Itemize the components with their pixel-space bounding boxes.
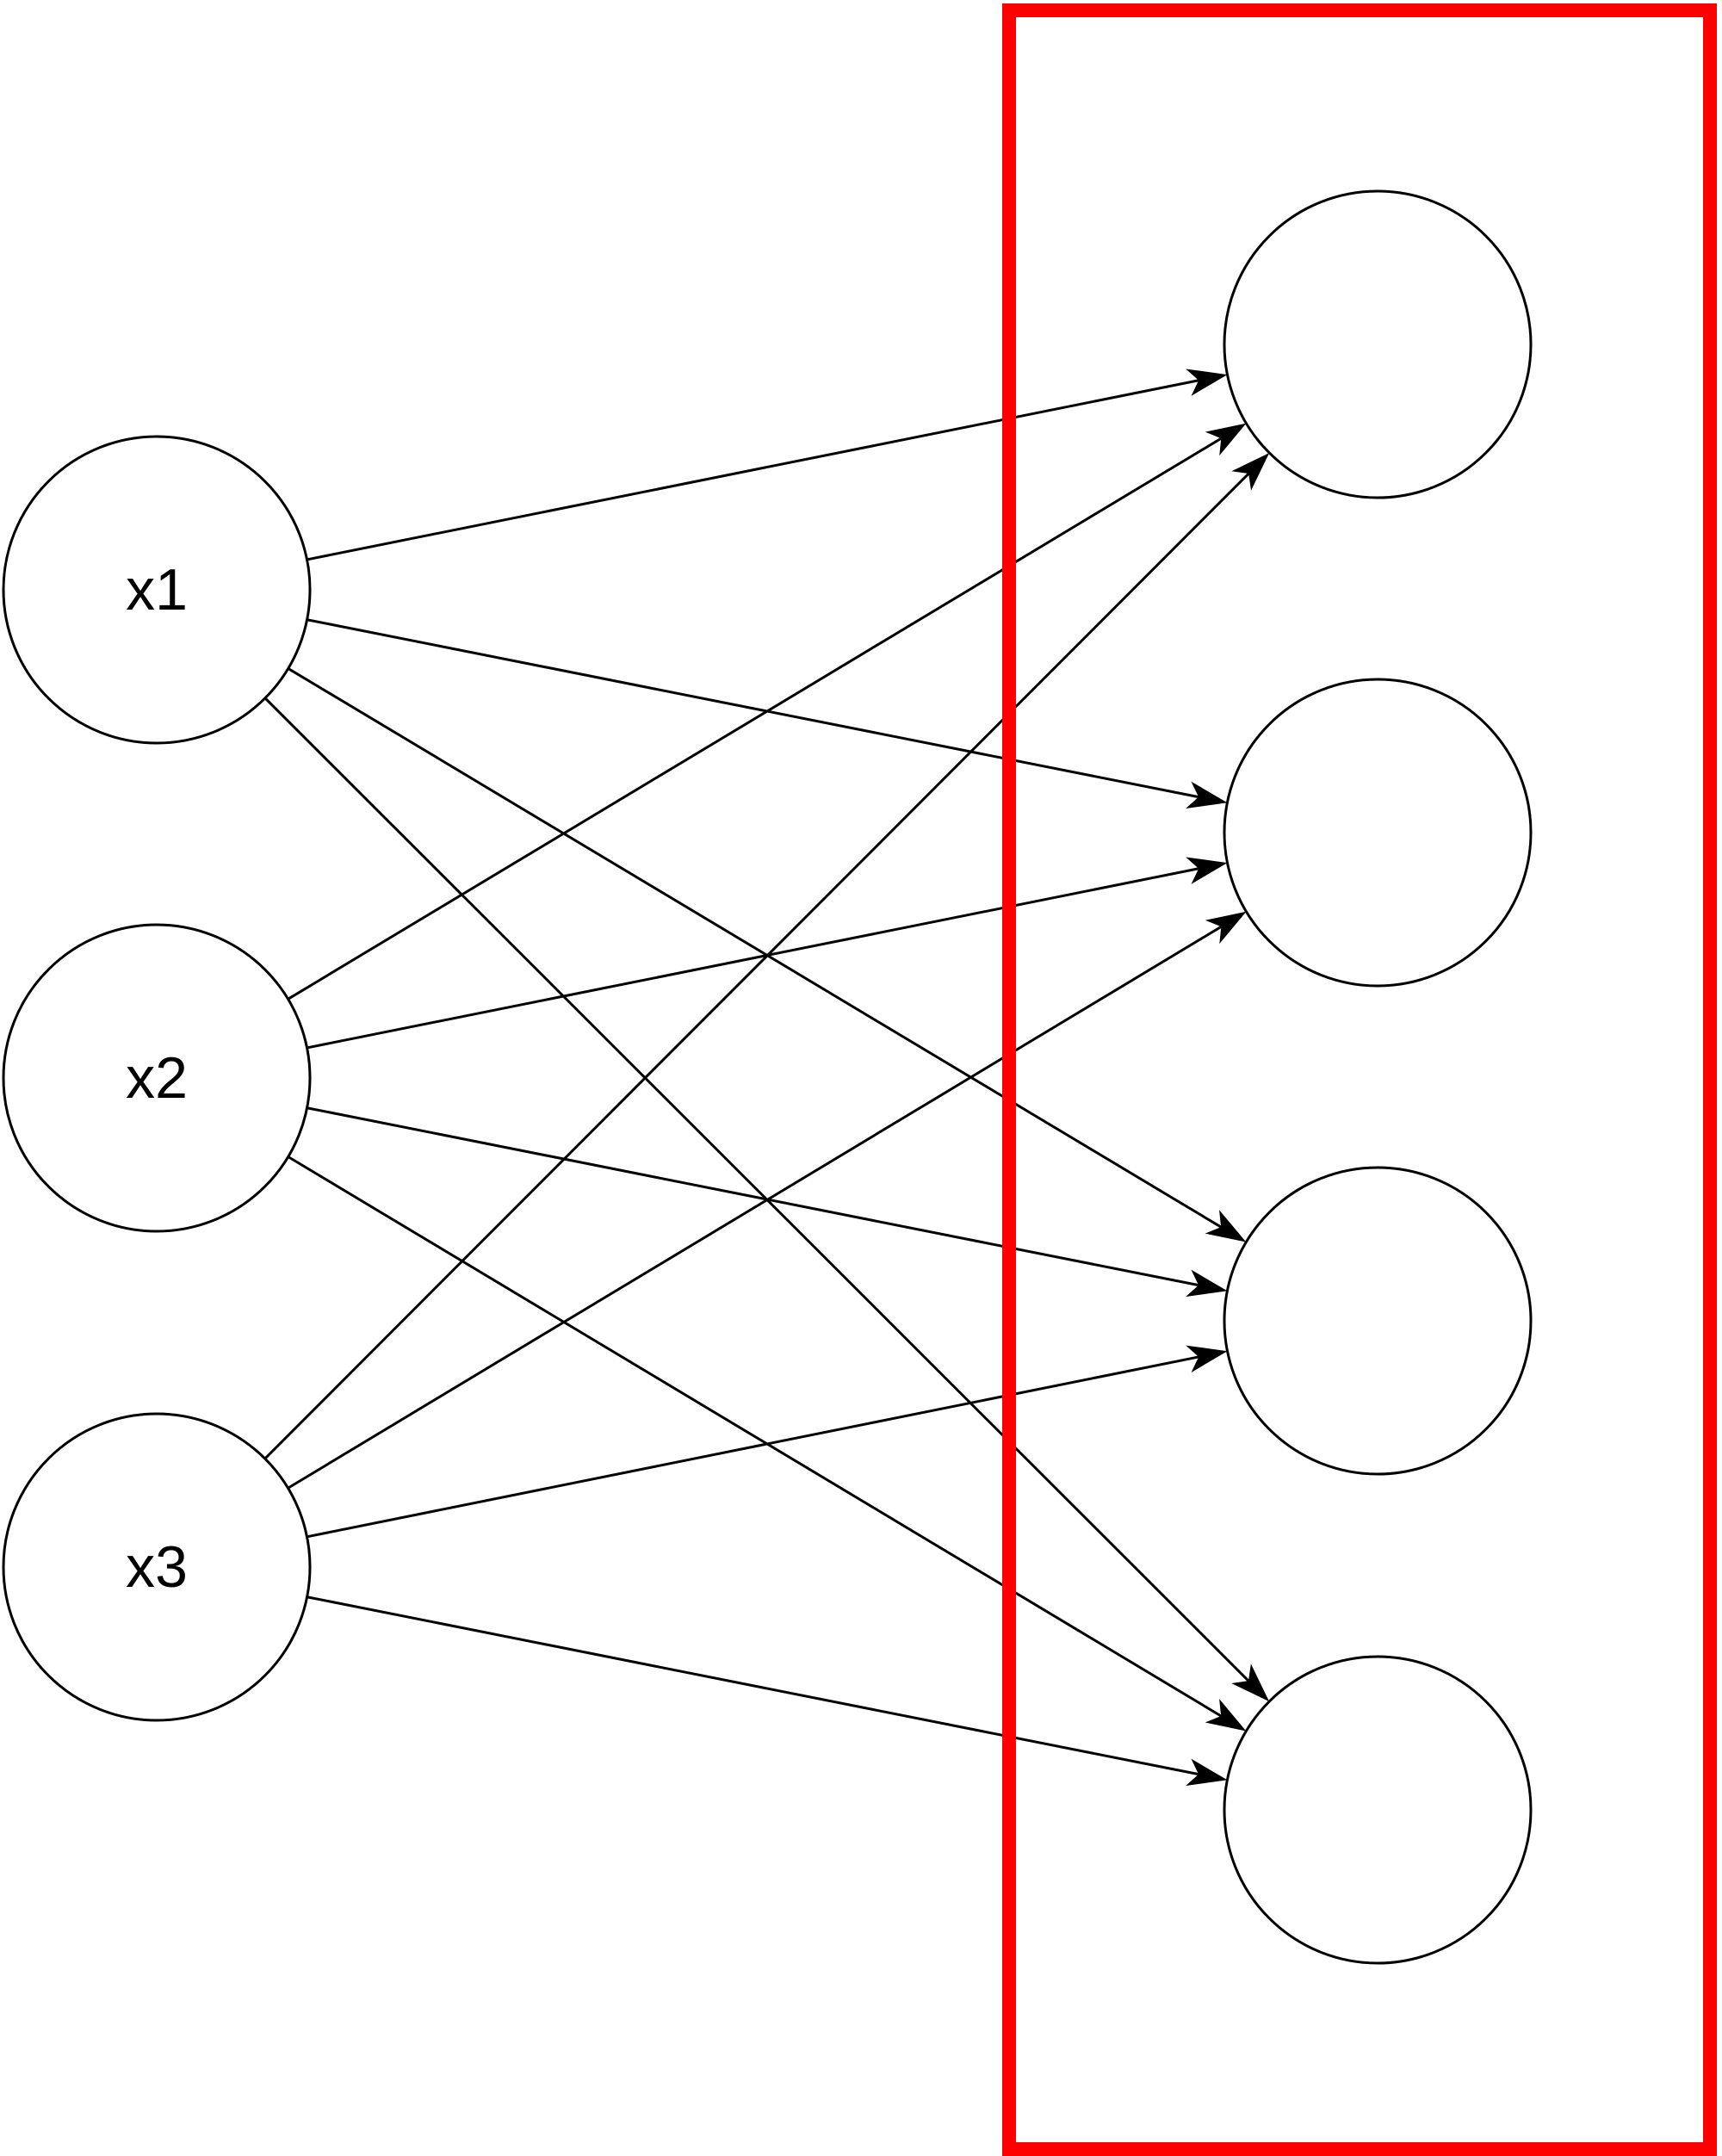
- edge-in1-out2: [307, 618, 1228, 809]
- edge-in3-out3: [307, 1345, 1228, 1539]
- nodes-group: x1 x2 x3: [2, 189, 1533, 1965]
- edge-line: [287, 437, 1223, 1001]
- edge-in3-out2: [287, 911, 1247, 1490]
- arrowhead-icon: [1186, 369, 1228, 396]
- arrowhead-icon: [1205, 1210, 1247, 1242]
- edge-line: [307, 618, 1199, 799]
- input-node-2: x2: [2, 923, 312, 1233]
- node-circle: [2, 923, 312, 1233]
- arrowhead-icon: [1186, 781, 1228, 809]
- node-circle: [1223, 1166, 1533, 1476]
- input-node-1: x1: [2, 435, 312, 745]
- arrowhead-icon: [1205, 1699, 1247, 1732]
- edge-in2-out2: [307, 857, 1228, 1050]
- edge-in2-out4: [287, 1155, 1247, 1732]
- output-layer-highlight-box: [1002, 3, 1717, 2156]
- arrowhead-icon: [1205, 911, 1247, 945]
- edge-in3-out1: [263, 452, 1270, 1460]
- edge-in1-out4: [263, 697, 1270, 1702]
- output-node-3: [1223, 1166, 1533, 1476]
- node-circle: [1223, 189, 1533, 499]
- output-node-2: [1223, 678, 1533, 988]
- node-circle: [1223, 678, 1533, 988]
- node-label: x3: [126, 1534, 188, 1600]
- edge-line: [263, 697, 1250, 1682]
- edge-line: [263, 472, 1250, 1460]
- input-node-3: x3: [2, 1412, 312, 1722]
- arrowhead-icon: [1231, 1663, 1270, 1702]
- edges-group: [263, 369, 1270, 1787]
- output-node-1: [1223, 189, 1533, 499]
- node-circle: [2, 1412, 312, 1722]
- edge-line: [287, 1155, 1222, 1718]
- node-circle: [2, 435, 312, 745]
- edge-in1-out1: [307, 369, 1228, 561]
- edge-line: [287, 925, 1223, 1490]
- edge-line: [307, 867, 1199, 1050]
- arrowhead-icon: [1231, 452, 1270, 491]
- edge-line: [307, 1106, 1199, 1287]
- arrowhead-icon: [1205, 423, 1247, 456]
- edge-line: [307, 1595, 1199, 1776]
- node-label: x2: [126, 1045, 188, 1111]
- edge-in1-out3: [287, 667, 1247, 1242]
- output-node-4: [1223, 1655, 1533, 1965]
- arrowhead-icon: [1186, 1758, 1228, 1787]
- node-label: x1: [126, 557, 188, 623]
- edge-line: [307, 379, 1199, 561]
- arrowhead-icon: [1186, 857, 1228, 884]
- edge-in3-out4: [307, 1595, 1228, 1787]
- edge-in2-out1: [287, 423, 1247, 1001]
- edge-line: [307, 1355, 1199, 1539]
- edge-in2-out3: [307, 1106, 1228, 1298]
- node-circle: [1223, 1655, 1533, 1965]
- arrowhead-icon: [1186, 1345, 1228, 1372]
- edge-line: [287, 667, 1222, 1229]
- arrowhead-icon: [1186, 1269, 1228, 1298]
